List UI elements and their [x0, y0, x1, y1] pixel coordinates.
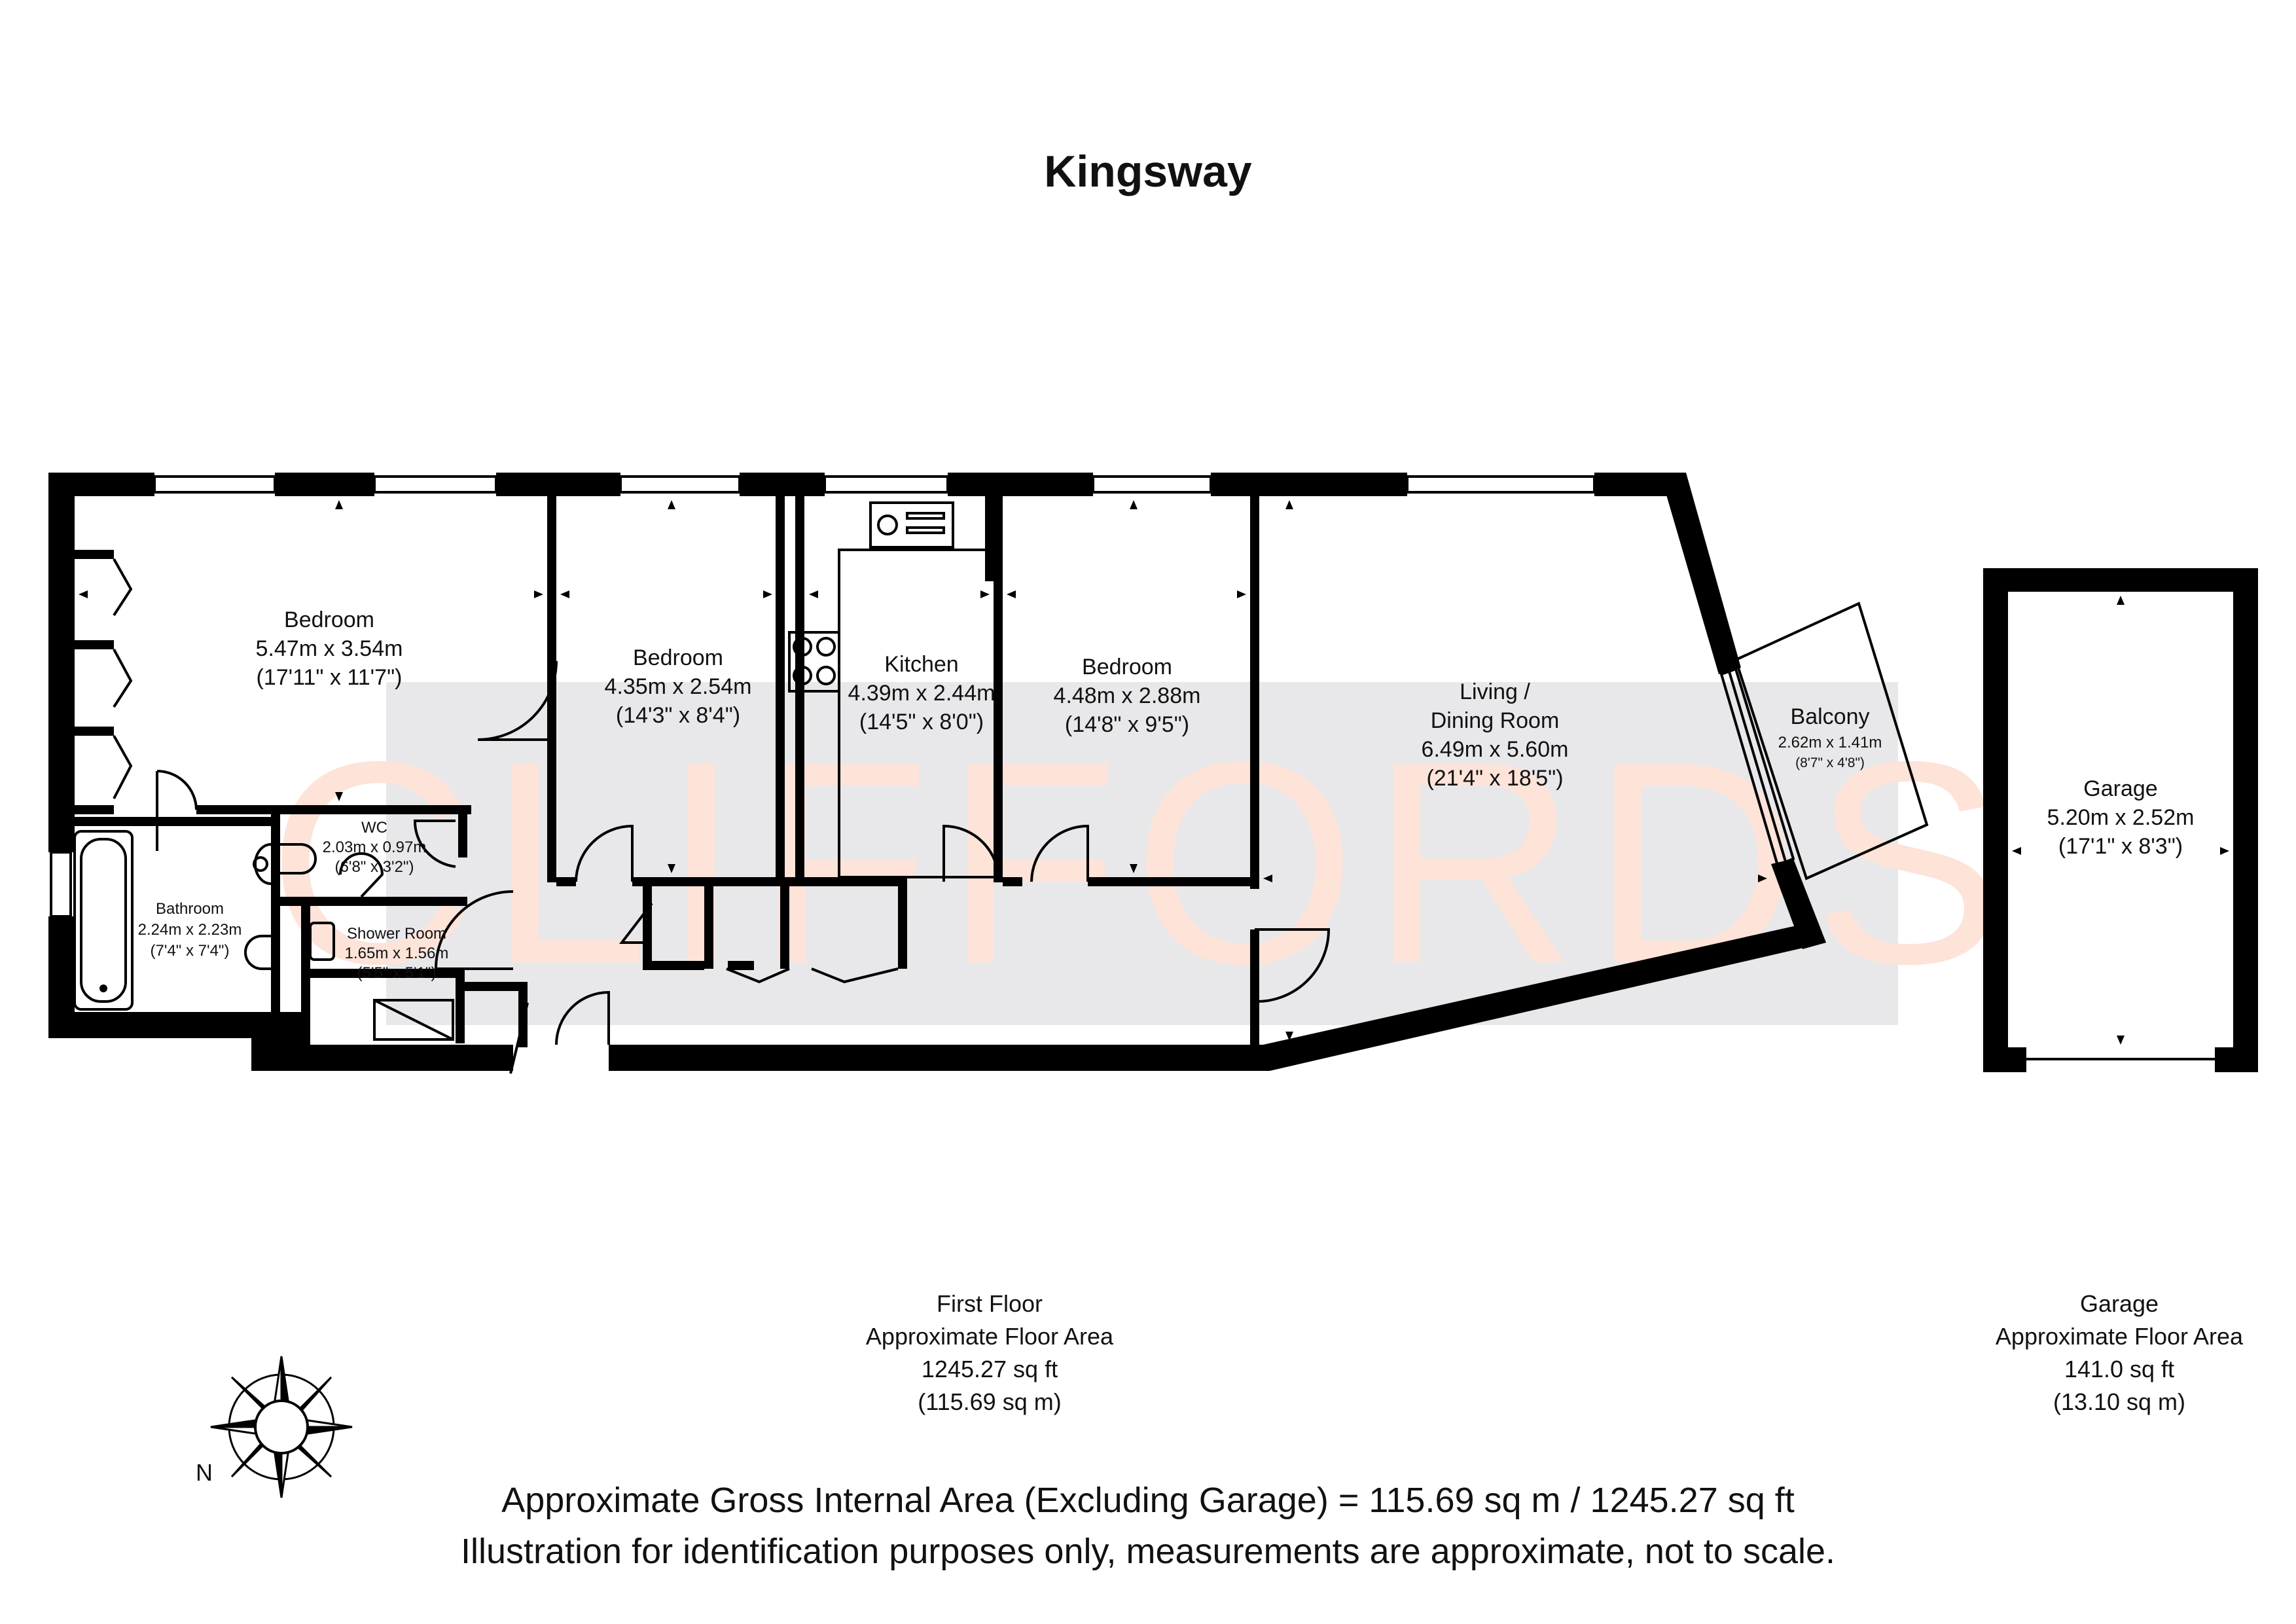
compass-north-label: N: [196, 1459, 213, 1486]
walls: [48, 473, 1826, 1071]
room-name: Bedroom: [284, 607, 374, 632]
room-label-wc: WC 2.03m x 0.97m (6'8" x 3'2"): [323, 819, 427, 876]
room-name: Garage: [2083, 776, 2157, 801]
door-swings[interactable]: [156, 660, 1331, 1074]
room-metric: 2.03m x 0.97m: [323, 839, 427, 856]
room-label-living-dining: Living / Dining Room 6.49m x 5.60m (21'4…: [1422, 679, 1569, 791]
room-metric: 2.62m x 1.41m: [1778, 734, 1882, 751]
room-metric: 4.35m x 2.54m: [605, 674, 752, 699]
room-name-line1: Living /: [1460, 679, 1530, 704]
wardrobe: [75, 550, 133, 799]
svg-text:1245.27 sq ft: 1245.27 sq ft: [922, 1356, 1058, 1382]
room-imperial: (17'11" x 11'7"): [257, 665, 403, 690]
room-label-bathroom: Bathroom 2.24m x 2.23m (7'4" x 7'4"): [138, 900, 242, 960]
room-imperial: (14'5" x 8'0"): [859, 710, 984, 734]
room-imperial: (8'7" x 4'8"): [1795, 755, 1865, 770]
footer-disclaimer: Illustration for identification purposes…: [461, 1532, 1835, 1571]
room-name-line2: Dining Room: [1431, 708, 1560, 733]
svg-text:(13.10 sq m): (13.10 sq m): [2053, 1388, 2185, 1415]
room-name: Bedroom: [1082, 655, 1172, 679]
room-label-shower-room: Shower Room 1.65m x 1.56m (5'5" x 5'1"): [345, 925, 449, 982]
room-imperial: (14'3" x 8'4"): [616, 703, 740, 728]
room-metric: 4.48m x 2.88m: [1054, 683, 1201, 708]
compass-rose-icon: [210, 1356, 353, 1498]
room-imperial: (21'4" x 18'5"): [1426, 766, 1563, 791]
room-name: Bedroom: [633, 645, 723, 670]
room-metric: 6.49m x 5.60m: [1422, 737, 1569, 762]
room-name: Shower Room: [347, 925, 446, 943]
room-name: WC: [361, 819, 387, 837]
garage-walls: [1983, 568, 2258, 1072]
first-floor-area: First Floor Approximate Floor Area 1245.…: [866, 1290, 1114, 1415]
svg-text:(115.69 sq m): (115.69 sq m): [918, 1388, 1061, 1415]
room-metric: 1.65m x 1.56m: [345, 945, 449, 962]
kitchen-fittings: [788, 501, 997, 878]
svg-text:Approximate Floor Area: Approximate Floor Area: [1996, 1323, 2244, 1350]
svg-text:Garage: Garage: [2080, 1290, 2159, 1317]
room-name: Balcony: [1791, 704, 1870, 729]
garage-area: Garage Approximate Floor Area 141.0 sq f…: [1996, 1290, 2244, 1415]
svg-text:First Floor: First Floor: [937, 1290, 1043, 1317]
room-label-kitchen: Kitchen 4.39m x 2.44m (14'5" x 8'0"): [848, 652, 996, 734]
svg-text:Approximate Floor Area: Approximate Floor Area: [866, 1323, 1114, 1350]
balcony-outline: [1719, 602, 1929, 880]
room-label-bedroom-2: Bedroom 4.35m x 2.54m (14'3" x 8'4"): [605, 645, 752, 728]
plan-title: Kingsway: [1044, 147, 1252, 196]
room-imperial: (5'5" x 5'1"): [357, 964, 437, 982]
room-label-garage: Garage 5.20m x 2.52m (17'1" x 8'3"): [2047, 776, 2195, 859]
watermark-text: CLIFFORDS: [267, 702, 2017, 1024]
room-metric: 2.24m x 2.23m: [138, 921, 242, 939]
room-label-balcony: Balcony 2.62m x 1.41m (8'7" x 4'8"): [1778, 704, 1882, 770]
room-imperial: (7'4" x 7'4"): [151, 942, 230, 960]
room-label-bedroom-1: Bedroom 5.47m x 3.54m (17'11" x 11'7"): [256, 607, 403, 690]
room-metric: 5.20m x 2.52m: [2047, 805, 2195, 830]
bathroom-fittings: [73, 830, 454, 1041]
room-label-bedroom-3: Bedroom 4.48m x 2.88m (14'8" x 9'5"): [1054, 655, 1201, 737]
room-imperial: (14'8" x 9'5"): [1065, 712, 1189, 737]
svg-text:141.0 sq ft: 141.0 sq ft: [2064, 1356, 2174, 1382]
room-imperial: (17'1" x 8'3"): [2058, 834, 2183, 859]
room-imperial: (6'8" x 3'2"): [335, 858, 414, 876]
room-name: Kitchen: [884, 652, 958, 677]
footer-gross-area: Approximate Gross Internal Area (Excludi…: [501, 1481, 1795, 1520]
room-metric: 4.39m x 2.44m: [848, 681, 996, 706]
room-name: Bathroom: [156, 900, 224, 918]
dimension-arrows: [79, 500, 2229, 1045]
room-metric: 5.47m x 3.54m: [256, 636, 403, 661]
